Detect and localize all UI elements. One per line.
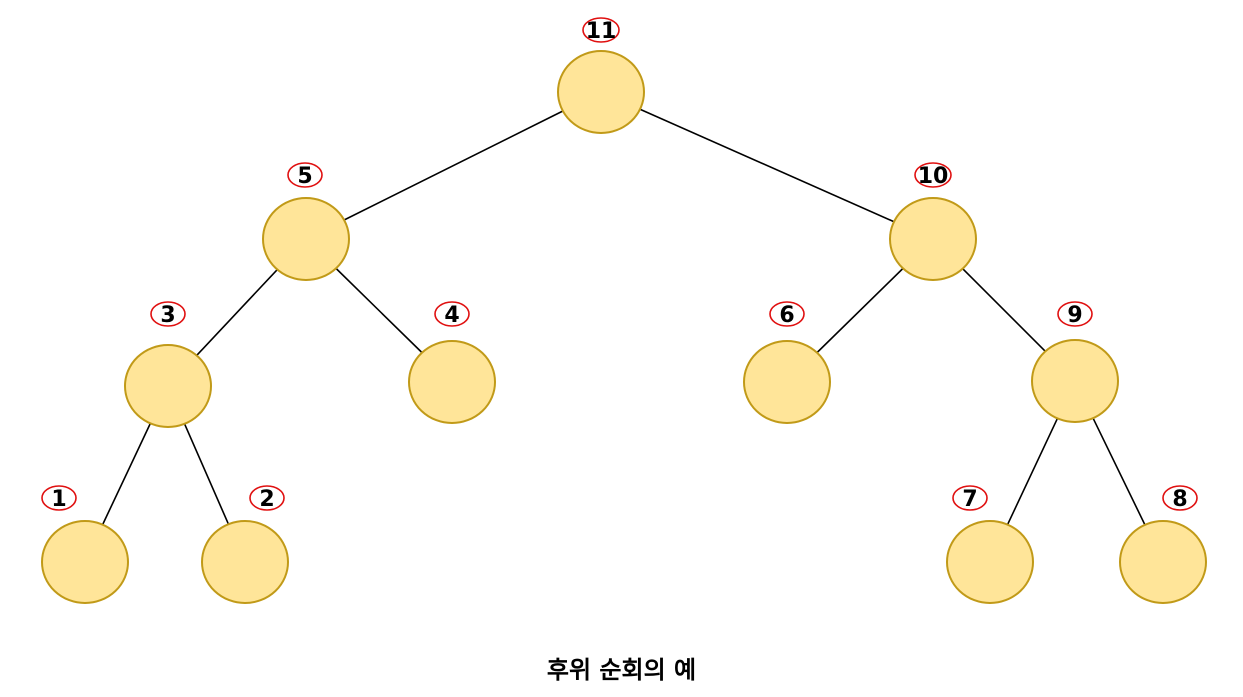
order-badge-outline: [287, 162, 323, 188]
order-number: 1: [51, 487, 66, 512]
order-number: 3: [160, 303, 175, 328]
nodes-layer: [41, 50, 1207, 604]
order-badge: 2: [249, 485, 285, 512]
edge-LL-LLR: [183, 423, 230, 525]
tree-node-RR: [1031, 339, 1119, 423]
order-badge: 5: [287, 162, 323, 189]
tree-node-LR: [408, 340, 496, 424]
order-badge-outline: [1057, 301, 1093, 327]
order-number: 11: [586, 19, 617, 44]
order-badge: 9: [1057, 301, 1093, 328]
tree-node-root: [557, 50, 645, 134]
order-number: 8: [1172, 487, 1187, 512]
order-badge: 8: [1162, 485, 1198, 512]
edge-L-LR: [335, 267, 423, 354]
order-number: 9: [1067, 303, 1082, 328]
order-badge-outline: [952, 485, 988, 511]
order-badge: 11: [582, 17, 620, 44]
edge-R-RL: [816, 267, 904, 354]
order-number: 5: [297, 164, 312, 189]
order-number: 4: [444, 303, 459, 328]
order-badge-outline: [582, 17, 620, 43]
edges-layer: [101, 108, 1146, 526]
order-number: 2: [259, 487, 274, 512]
tree-node-LL: [124, 344, 212, 428]
order-number: 10: [918, 164, 949, 189]
order-badge: 10: [914, 162, 952, 189]
order-badge: 3: [150, 301, 186, 328]
order-badge: 7: [952, 485, 988, 512]
order-badge: 6: [769, 301, 805, 328]
tree-node-LLL: [41, 520, 129, 604]
tree-node-L: [262, 197, 350, 281]
order-number: 6: [779, 303, 794, 328]
tree-node-RRL: [946, 520, 1034, 604]
edge-LL-LLL: [101, 423, 152, 525]
order-badge-outline: [434, 301, 470, 327]
order-badge: 4: [434, 301, 470, 328]
edge-L-LL: [196, 269, 278, 356]
order-badge-outline: [914, 162, 952, 188]
diagram-caption: 후위 순회의 예: [546, 656, 697, 684]
order-badge: 1: [41, 485, 77, 512]
edge-root-L: [343, 110, 564, 221]
order-badge-outline: [150, 301, 186, 327]
edge-R-RR: [962, 268, 1046, 352]
edge-root-R: [639, 108, 895, 223]
tree-node-RRR: [1119, 520, 1207, 604]
order-badge-outline: [249, 485, 285, 511]
order-badge-outline: [41, 485, 77, 511]
edge-RR-RRR: [1092, 417, 1146, 526]
tree-node-R: [889, 197, 977, 281]
tree-node-LLR: [201, 520, 289, 604]
order-badge-outline: [1162, 485, 1198, 511]
order-number: 7: [962, 487, 977, 512]
order-badge-outline: [769, 301, 805, 327]
tree-node-RL: [743, 340, 831, 424]
edge-RR-RRL: [1006, 418, 1059, 525]
